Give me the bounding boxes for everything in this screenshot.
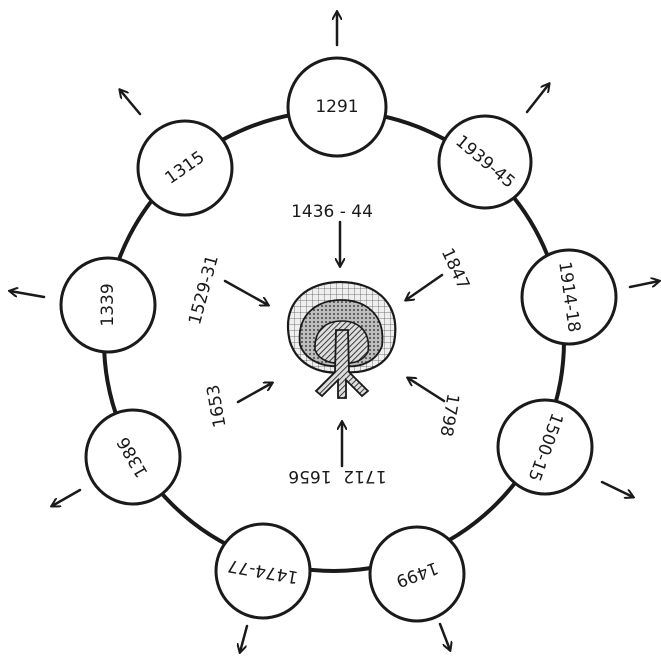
inward-arrow [223,279,268,305]
outward-arrow [600,480,633,497]
outward-arrow [52,488,82,506]
inner-date-bottom-1: 1712 [343,466,386,486]
outward-arrow [438,622,450,650]
inner-date-lower-left: 1653 [203,383,230,429]
inner-date-upper-right: 1847 [437,245,473,293]
date-label: 1339 [98,283,118,326]
inward-arrow [406,273,444,300]
inner-date-top: 1436 - 44 [291,202,373,222]
outer-node-1315: 1315 [136,119,234,217]
inner-date-bottom-2: 1656 [288,466,331,486]
outer-node-1386: 1386 [84,408,182,506]
outer-node-1500-15: 1500-15 [496,398,594,496]
outer-node-1499: 1499 [368,525,466,623]
outward-arrow [120,90,142,116]
tree-icon [287,280,397,399]
outward-arrow [628,281,659,289]
outer-node-1291: 1291 [286,56,388,158]
outer-node-1339: 1339 [59,256,157,354]
outward-arrows [10,12,659,652]
outward-arrow [525,84,549,114]
inward-arrow [408,378,446,403]
inward-arrows [223,220,446,468]
outer-node-1474-77: 1474-77 [214,522,312,620]
outer-node-1914-18: 1914-18 [520,248,618,346]
outer-node-1939-45: 1939-45 [437,114,533,210]
outward-arrow [240,624,249,652]
outward-arrow [10,291,46,299]
inner-date-upper-left: 1529-31 [185,253,223,327]
inward-arrow [236,383,272,404]
date-label: 1291 [315,97,358,117]
